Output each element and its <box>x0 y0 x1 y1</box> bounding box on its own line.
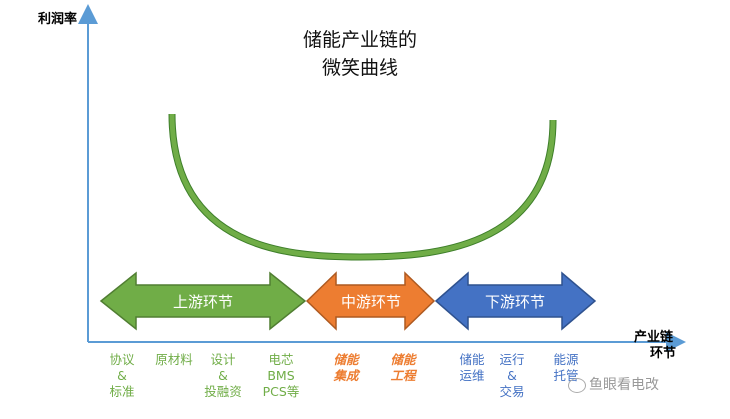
x-axis-label-line2: 环节 <box>650 346 677 361</box>
wechat-icon <box>568 377 586 393</box>
category-yunxing: 运行 & 交易 <box>499 352 525 399</box>
diagram-title: 储能产业链的 微笑曲线 <box>260 26 460 82</box>
category-sheji: 设计 & 投融资 <box>204 352 242 399</box>
downstream-arrow <box>434 271 597 331</box>
upstream-label: 上游环节 <box>172 293 233 311</box>
category-jicheng: 储能 集成 <box>333 352 359 383</box>
watermark: 鱼眼看电改 <box>568 374 659 394</box>
smile-curve <box>168 113 557 261</box>
category-yuancailiao: 原材料 <box>155 352 193 367</box>
watermark-text: 鱼眼看电改 <box>589 377 659 393</box>
title-line1: 储能产业链的 <box>302 29 417 51</box>
category-dianxin: 电芯 BMS PCS等 <box>262 352 300 399</box>
category-yunwei: 储能 运维 <box>459 352 485 383</box>
title-line2: 微笑曲线 <box>321 57 398 79</box>
x-axis-label-line1: 产业链 <box>634 330 674 345</box>
upstream-arrow <box>99 271 307 331</box>
downstream-label: 下游环节 <box>484 293 545 311</box>
category-xieyi: 协议 & 标准 <box>109 352 135 399</box>
category-gongcheng: 储能 工程 <box>390 352 416 383</box>
midstream-arrow <box>305 271 436 331</box>
y-axis-label: 利润率 <box>38 12 78 27</box>
midstream-label: 中游环节 <box>340 293 401 311</box>
